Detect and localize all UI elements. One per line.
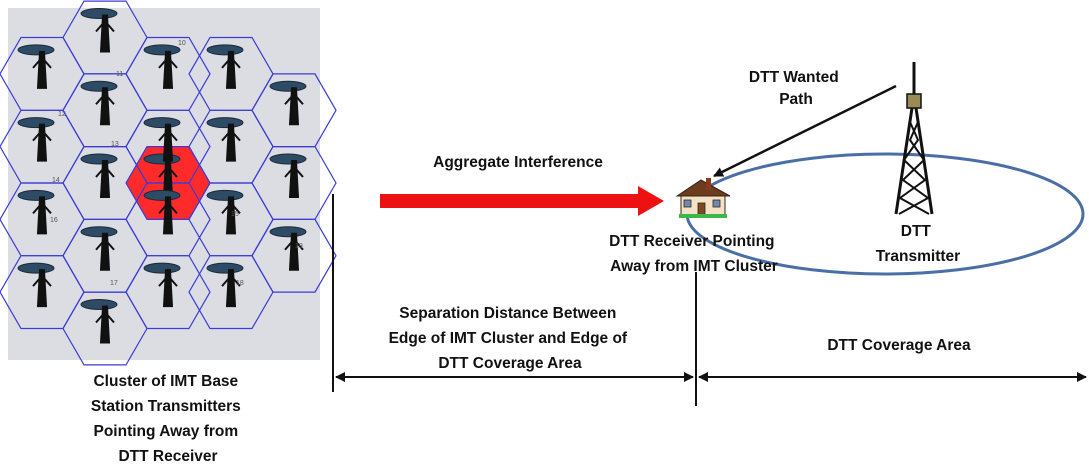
base-station-icon xyxy=(143,117,181,162)
base-station-icon xyxy=(143,44,181,89)
base-station-icons: 10 11 12 13 14 15 16 17 18 19 xyxy=(17,8,307,344)
dtt-coverage-area-label: DTT Coverage Area xyxy=(827,337,971,354)
hex-cell xyxy=(0,255,85,330)
aggregate-interference-label: Aggregate Interference xyxy=(433,154,603,171)
cell-number: 13 xyxy=(111,141,119,148)
base-station-icon xyxy=(17,117,55,162)
dtt-transmitter-label: DTT Transmitter xyxy=(876,223,960,265)
base-station-icon xyxy=(269,153,307,198)
base-station-icon xyxy=(80,226,118,271)
cluster-caption: Cluster of IMT Base Station Transmitters… xyxy=(91,373,245,465)
wanted-path-arrow xyxy=(713,84,897,178)
dtt-receiver-label: DTT Receiver Pointing Away from IMT Clus… xyxy=(609,233,779,275)
base-station-icon xyxy=(206,44,244,89)
wanted-path-label: DTT Wanted Path xyxy=(749,69,843,108)
base-station-icon xyxy=(206,189,244,235)
cell-number: 14 xyxy=(52,177,60,184)
base-station-icon xyxy=(80,8,118,53)
base-station-icon xyxy=(17,262,55,308)
cell-number: 15 xyxy=(231,211,239,218)
hex-cell xyxy=(125,36,211,111)
hex-cell xyxy=(0,36,85,111)
base-station-icon xyxy=(17,44,55,89)
hex-cell xyxy=(125,255,211,330)
base-station-icon xyxy=(80,80,118,126)
base-station-icon xyxy=(17,189,55,235)
base-station-icon xyxy=(143,189,181,235)
base-station-icon xyxy=(80,153,118,198)
tower-icon xyxy=(894,62,934,215)
imt-cluster: 10 11 12 13 14 15 16 17 18 19 xyxy=(0,0,337,366)
cell-number: 17 xyxy=(110,280,118,287)
base-station-icon xyxy=(80,298,118,344)
aggregate-interference-arrow xyxy=(380,186,664,216)
separation-distance-label: Separation Distance Between Edge of IMT … xyxy=(389,305,632,372)
base-station-icon xyxy=(143,262,181,308)
cell-number: 19 xyxy=(295,243,303,250)
cell-number: 18 xyxy=(236,280,244,287)
base-station-icon xyxy=(269,226,307,271)
base-station-icon xyxy=(206,262,244,308)
cell-number: 11 xyxy=(116,71,123,78)
cell-number: 12 xyxy=(58,111,66,118)
cell-number: 16 xyxy=(50,217,58,224)
house-icon xyxy=(675,178,731,218)
hex-cell xyxy=(251,218,337,293)
base-station-icon xyxy=(269,80,307,126)
base-station-icon xyxy=(206,117,244,162)
cell-number: 10 xyxy=(178,40,186,47)
